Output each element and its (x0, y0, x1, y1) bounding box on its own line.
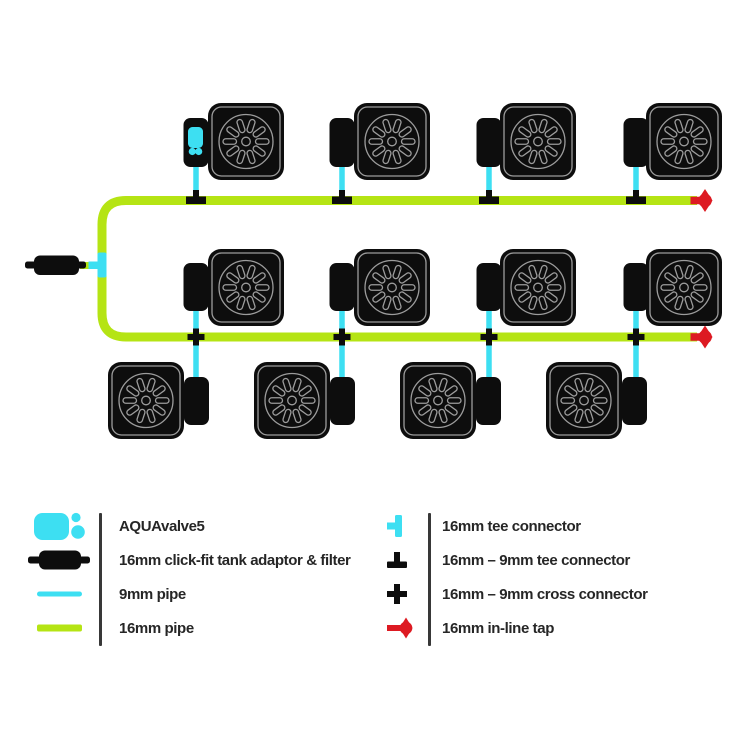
pot (207, 248, 285, 327)
pot (545, 361, 623, 440)
inline-tap-bottom (690, 325, 713, 349)
legend-label: 9mm pipe (119, 585, 186, 603)
cross-16-9mm-icon (384, 584, 428, 604)
legend-label: 16mm pipe (119, 619, 194, 637)
pot (207, 102, 285, 181)
pot (253, 361, 331, 440)
pot (353, 248, 431, 327)
watering-system-diagram (25, 102, 723, 440)
aquavalve-icon (20, 512, 99, 541)
pot (645, 102, 723, 181)
legend-row-inline-tap: 16mm in-line tap (384, 611, 744, 645)
legend-row-16-9mm-cross: 16mm – 9mm cross connector (384, 577, 744, 611)
cross-16-9mm-connectors (187, 328, 645, 346)
inline-tap-top (690, 189, 713, 212)
legend-row-aquavalve: AQUAvalve5 (20, 509, 370, 543)
pot (645, 248, 723, 327)
legend-right-column: 16mm tee connector 16mm – 9mm tee connec… (384, 509, 744, 646)
pipe-16mm-icon (20, 624, 99, 632)
legend-label: 16mm – 9mm cross connector (442, 585, 648, 603)
pot (353, 102, 431, 181)
inline-tap-icon (384, 617, 428, 639)
tank-adaptor-icon (25, 255, 86, 275)
tee-16-9mm-connectors (186, 190, 646, 204)
legend-left-column: AQUAvalve5 16mm click-fit tank adaptor &… (20, 509, 370, 646)
legend-row-16mm-tee: 16mm tee connector (384, 509, 744, 543)
pot (107, 361, 185, 440)
legend-label: 16mm – 9mm tee connector (442, 551, 630, 569)
legend-label: 16mm tee connector (442, 517, 581, 535)
tee-16mm-icon (384, 515, 428, 537)
pot (499, 248, 577, 327)
tank-adaptor-icon (20, 550, 99, 570)
legend-row-9mm-pipe: 9mm pipe (20, 577, 370, 611)
legend-row-16-9mm-tee: 16mm – 9mm tee connector (384, 543, 744, 577)
legend-label: 16mm click-fit tank adaptor & filter (119, 551, 351, 569)
legend-row-tank-adaptor: 16mm click-fit tank adaptor & filter (20, 543, 370, 577)
legend-row-16mm-pipe: 16mm pipe (20, 611, 370, 645)
tee-16-9mm-icon (384, 552, 428, 568)
pot (499, 102, 577, 181)
aquavalve-icon (188, 127, 203, 156)
tee-16mm-connector (88, 252, 107, 278)
legend-right-divider (428, 513, 431, 646)
legend-label: 16mm in-line tap (442, 619, 554, 637)
pipe-9mm-icon (20, 591, 99, 597)
legend-left-divider (99, 513, 102, 646)
legend-label: AQUAvalve5 (119, 517, 205, 535)
pot (399, 361, 477, 440)
